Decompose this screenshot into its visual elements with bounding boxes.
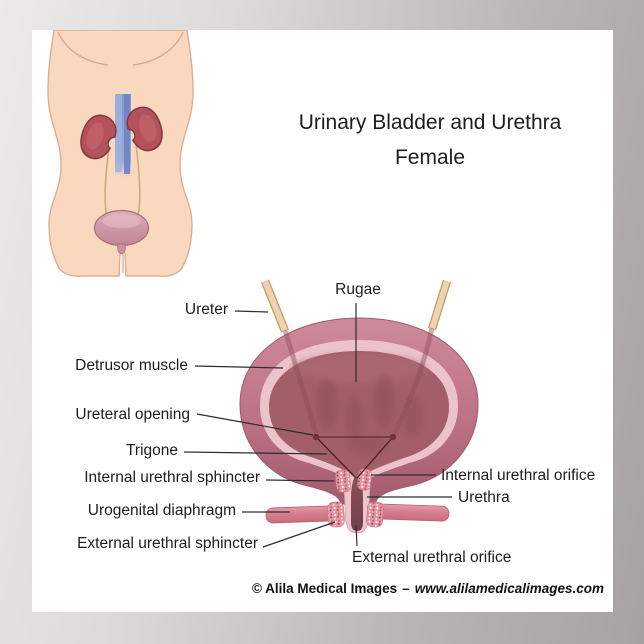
- label-trigone: Trigone: [126, 442, 178, 459]
- left-ureteral-opening-dot: [312, 433, 320, 441]
- trigone-left-edge: [315, 436, 357, 479]
- internal-urethral-sphincter-leader-line: [265, 479, 335, 482]
- external-urethral-orifice-leader-line: [355, 524, 358, 547]
- bladder-diagram: [239, 279, 479, 534]
- left-kidney: [80, 114, 117, 160]
- right-intramural-ureter: [391, 327, 435, 435]
- aorta-strip: [124, 94, 130, 174]
- label-ureteral-opening: Ureteral opening: [75, 406, 190, 423]
- external-sphincter-left: [327, 501, 345, 528]
- vena-cava-strip: [115, 94, 122, 172]
- internal-sphincter-right: [357, 468, 372, 491]
- internal-sphincter-left: [335, 469, 351, 493]
- poster-title: Urinary Bladder and Urethra Female: [270, 110, 590, 171]
- torso-bladder-highlight: [102, 214, 141, 228]
- ureter-leader-line: [234, 310, 269, 313]
- label-ureter: Ureter: [184, 301, 228, 318]
- external-urethral-sphincter-leader-line: [262, 521, 336, 548]
- copyright-text: © Alila Medical Images: [251, 581, 398, 596]
- right-ureteral-opening-dot: [389, 433, 397, 441]
- title-line-2: Female: [394, 146, 466, 169]
- copyright-separator: –: [402, 581, 410, 596]
- label-external-urethral-orifice: External urethral orifice: [352, 549, 512, 566]
- right-shoulder-contour: [132, 31, 184, 66]
- torso-urethra-nub: [117, 243, 126, 255]
- ureteral-opening-leader-line: [196, 413, 314, 436]
- anatomy-poster: Urinary Bladder and Urethra Female Rugae…: [32, 30, 613, 612]
- label-internal-urethral-orifice: Internal urethral orifice: [441, 467, 596, 484]
- left-ureter-tube: [262, 279, 288, 333]
- label-internal-urethral-sphincter: Internal urethral sphincter: [84, 469, 260, 486]
- label-rugae: Rugae: [335, 281, 381, 298]
- label-detrusor-muscle: Detrusor muscle: [75, 357, 188, 374]
- trigone-right-edge: [356, 436, 394, 479]
- leader-lines: [183, 303, 452, 548]
- left-shoulder-contour: [57, 31, 109, 66]
- label-urethra: Urethra: [458, 489, 510, 506]
- right-ureter-tube: [429, 280, 450, 330]
- right-kidney: [126, 106, 163, 152]
- detrusor-muscle-leader-line: [194, 365, 284, 369]
- label-urogenital-diaphragm: Urogenital diaphragm: [87, 502, 236, 519]
- title-line-1: Urinary Bladder and Urethra: [298, 111, 562, 134]
- rugae-folds: [291, 354, 427, 456]
- label-external-urethral-sphincter: External urethral sphincter: [77, 535, 258, 552]
- website-url: www.alilamedicalimages.com: [414, 581, 605, 596]
- torso-illustration: [47, 30, 194, 277]
- urogenital-diaphragm-left: [265, 505, 335, 524]
- copyright-line: © Alila Medical Images–www.alilamedicali…: [228, 581, 628, 596]
- poster-artwork: [47, 30, 479, 548]
- left-intramural-ureter: [282, 329, 319, 434]
- external-sphincter-right: [366, 501, 384, 528]
- trigone-leader-line: [183, 451, 328, 455]
